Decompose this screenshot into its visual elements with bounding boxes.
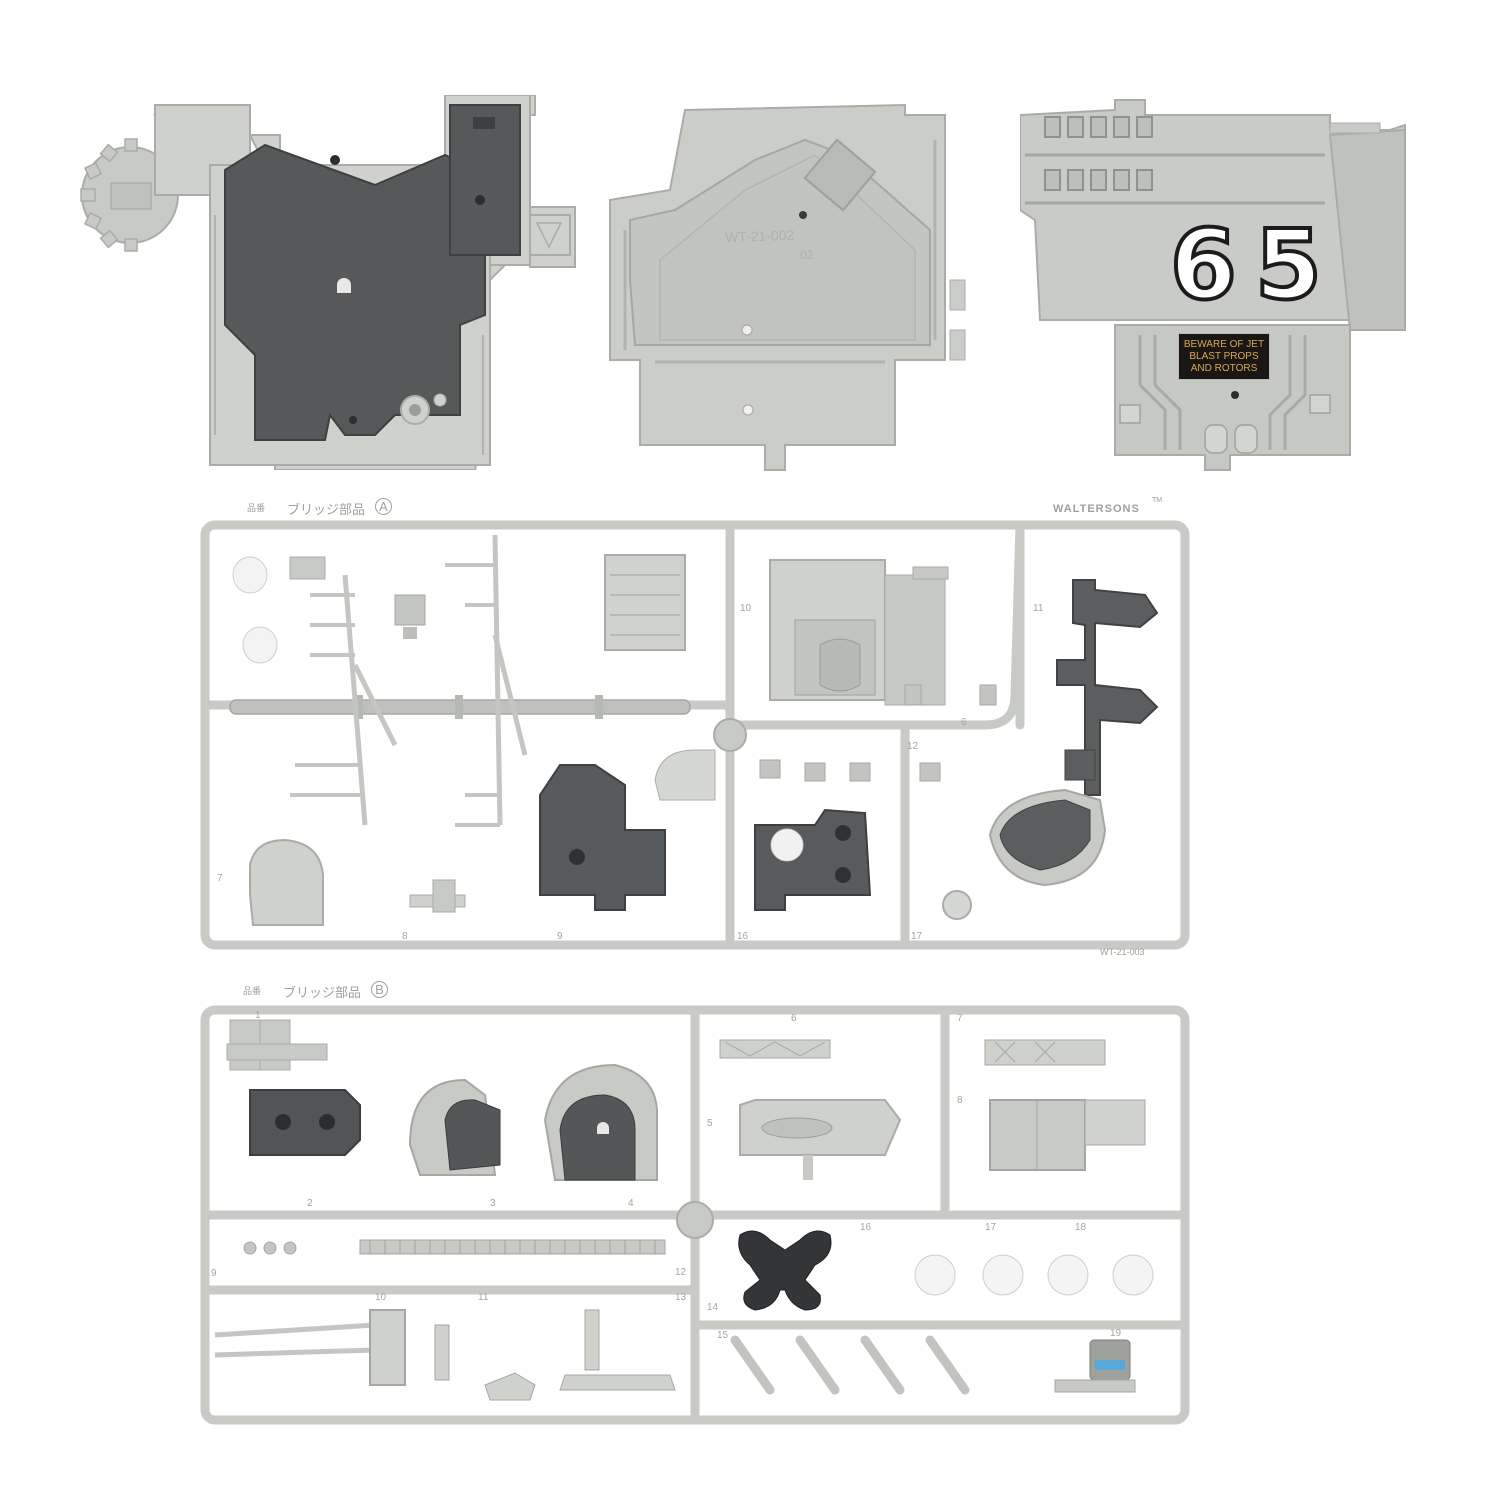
bracket-part — [369, 1309, 406, 1386]
radar-unit-part — [1054, 1339, 1136, 1393]
sprue-b-part-number: 14 — [707, 1302, 719, 1313]
sprue-b-letter: B — [371, 981, 388, 998]
bridge-base-part — [75, 95, 595, 470]
sprue-b-part-number: 15 — [717, 1330, 729, 1341]
deckhouse-part — [769, 559, 949, 706]
sprue-a-part-number: 11 — [1033, 603, 1044, 614]
sprue-b-part-number: 8 — [957, 1095, 963, 1106]
half-dome-part — [249, 838, 324, 926]
white-knob-parts — [232, 556, 278, 664]
sprue-b-part-number: 16 — [860, 1222, 872, 1233]
dark-bar-part — [249, 1089, 361, 1156]
warning-line-1: BEWARE OF JET — [1183, 339, 1265, 350]
sprue-b-part-number: 1 — [255, 1010, 261, 1021]
dark-plate-part — [539, 764, 666, 911]
island-superstructure-part: 6 5 BEWARE OF JET BLAST PROPS AND ROTORS — [1020, 95, 1415, 485]
stand-part — [559, 1309, 676, 1391]
sprue-a-part-number: 9 — [557, 931, 563, 942]
sprue-b-part-number: 2 — [307, 1198, 313, 1209]
boat-part — [739, 1099, 902, 1180]
dark-cross-part — [738, 1230, 832, 1311]
half-disk-part — [654, 749, 716, 801]
small-gear-part — [394, 594, 426, 639]
mast-part — [1056, 579, 1159, 796]
ring-part — [942, 890, 972, 920]
sprue-b-part-number: 13 — [675, 1292, 687, 1303]
sprue-b-part-number: 10 — [375, 1292, 387, 1303]
sprue-b-part-number: 19 — [1110, 1328, 1122, 1339]
box-part — [989, 1099, 1146, 1171]
sprue-b-part-number: 12 — [675, 1267, 687, 1278]
curved-shield-part — [988, 788, 1107, 887]
hull-number-digit-left: 6 — [1168, 209, 1239, 321]
sprue-b: 品番 ブリッジ部品 B 1 2 3 4 5 6 7 8 9 10 11 12 1… — [195, 980, 1195, 1440]
sprue-a-part-number: 17 — [911, 931, 923, 942]
hatch-panel-part — [604, 554, 686, 651]
sprue-b-label: ブリッジ部品 — [283, 985, 362, 1000]
sprue-b-part-number: 17 — [985, 1222, 997, 1233]
truss-part — [984, 1039, 1106, 1066]
sprue-b-part-number: 11 — [478, 1292, 489, 1303]
deck-panel-part: WT-21-002 02 — [605, 100, 975, 480]
sprue-b-part-number: 5 — [707, 1118, 713, 1129]
white-ball-parts — [914, 1254, 1154, 1296]
sprue-b-part-number: 4 — [628, 1198, 634, 1209]
sprue-a-part-number: 10 — [740, 603, 752, 614]
lever-part — [434, 1324, 536, 1401]
truss-part — [719, 1039, 831, 1059]
sprue-b-part-number: 6 — [791, 1013, 797, 1024]
deck-mold-sub: 02 — [800, 248, 814, 262]
curved-shield-part — [543, 1063, 658, 1181]
rack-part — [359, 1239, 666, 1255]
deck-mold-code: WT-21-002 — [724, 226, 795, 246]
sprue-a-mold-code: WT-21-003 — [1100, 947, 1145, 957]
sprue-b-part-number: 3 — [490, 1198, 496, 1209]
shaft-part — [409, 879, 466, 913]
jet-blast-warning-decal: BEWARE OF JET BLAST PROPS AND ROTORS — [1178, 333, 1270, 380]
hull-number-digit-right: 5 — [1253, 209, 1324, 321]
sprue-hub — [676, 1201, 714, 1239]
sprue-b-label-small: 品番 — [243, 986, 262, 996]
sprue-a-part-number: 6 — [961, 717, 967, 728]
warning-line-3: AND ROTORS — [1190, 363, 1258, 374]
dark-block-part — [754, 808, 872, 911]
sprue-b-part-number: 18 — [1075, 1222, 1087, 1233]
sprue-a-part-number: 8 — [402, 931, 408, 942]
sprue-a-trademark: TM — [1152, 497, 1163, 504]
sprue-a-label: ブリッジ部品 — [287, 502, 366, 517]
sprue-hub — [713, 718, 747, 752]
warning-line-2: BLAST PROPS — [1189, 351, 1259, 362]
sprue-b-part-number: 7 — [957, 1013, 963, 1024]
sprue-b-part-number: 9 — [211, 1268, 217, 1279]
curved-shield-part — [408, 1078, 501, 1176]
sprue-a-part-number: 12 — [907, 741, 919, 752]
sprue-a-part-number: 7 — [217, 873, 223, 884]
sprue-a-letter: A — [375, 498, 392, 515]
sprue-a-brand: WALTERSONS — [1053, 503, 1140, 515]
sprue-a-part-number: 16 — [737, 931, 749, 942]
sprue-a: 品番 ブリッジ部品 A WALTERSONS TM WT-21-003 10 1… — [195, 495, 1195, 965]
sprue-a-label-small: 品番 — [247, 503, 266, 513]
